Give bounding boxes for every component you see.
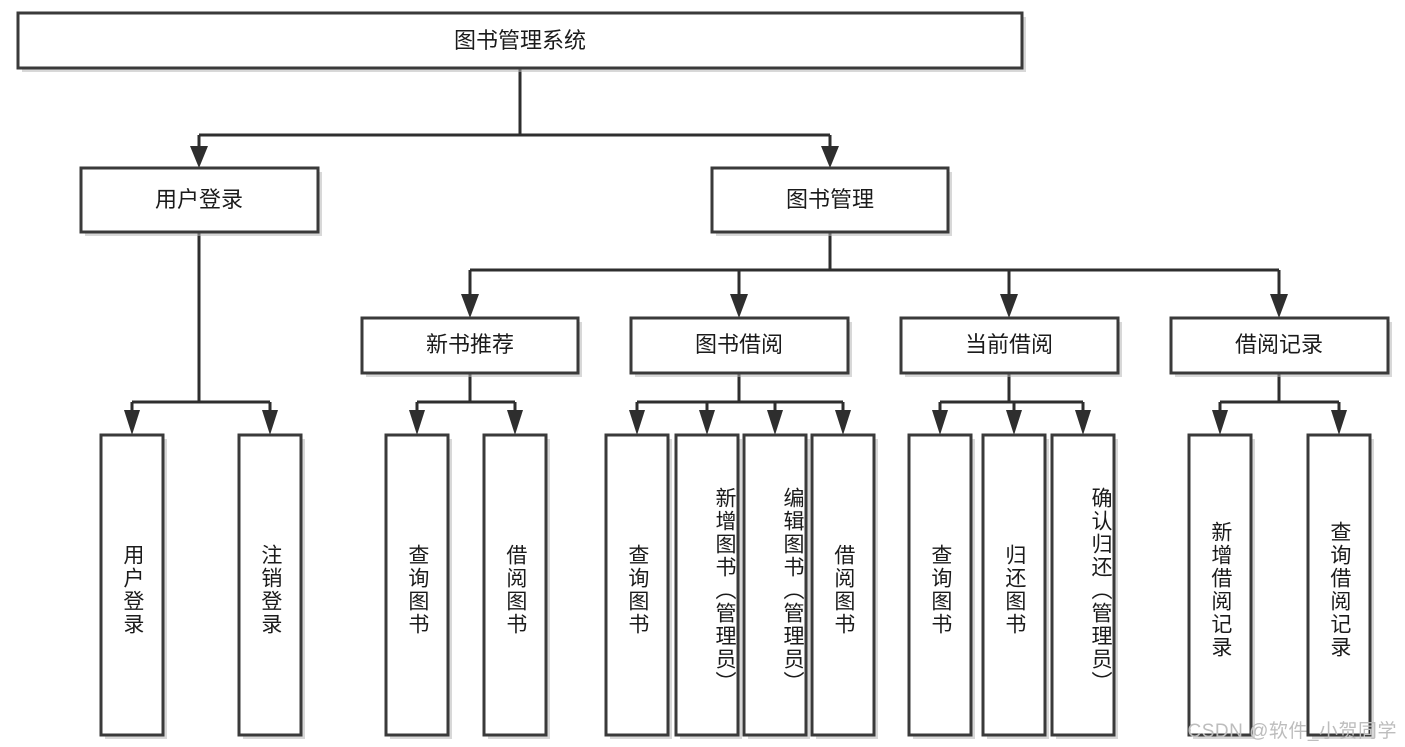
leaf-query-book-2-box[interactable] xyxy=(604,433,670,737)
arrowhead-book-manage xyxy=(821,146,839,168)
arrowhead-new-book-recommend xyxy=(461,294,479,318)
arrowhead-leaf-confirm-return-admin xyxy=(1075,410,1091,435)
node-new-book-recommend-label: 新书推荐 xyxy=(426,332,514,357)
arrowhead-leaf-query-book-2 xyxy=(629,410,645,435)
arrowhead-book-borrow xyxy=(730,294,748,318)
node-book-borrow-label: 图书借阅 xyxy=(695,332,783,357)
leaf-query-borrow-record-box[interactable] xyxy=(1306,433,1372,737)
arrowhead-leaf-borrow-book-1 xyxy=(507,410,523,435)
arrowhead-leaf-return-book xyxy=(1006,410,1022,435)
node-new-book-recommend[interactable] xyxy=(360,316,580,375)
node-user-login[interactable] xyxy=(79,166,320,234)
node-borrow-record[interactable] xyxy=(1169,316,1390,375)
arrowhead-current-borrow xyxy=(1000,294,1018,318)
node-borrow-record-label: 借阅记录 xyxy=(1235,332,1323,357)
leaf-add-book-admin-box[interactable] xyxy=(674,433,740,737)
arrowhead-leaf-query-borrow-record xyxy=(1331,410,1347,435)
leaf-query-book-1-box[interactable] xyxy=(384,433,450,737)
leaf-logout-login-box[interactable] xyxy=(237,433,303,737)
arrowhead-leaf-user-login xyxy=(124,410,140,435)
arrowhead-borrow-record xyxy=(1270,294,1288,318)
arrowhead-leaf-edit-book-admin xyxy=(767,410,783,435)
leaf-borrow-book-2-box[interactable] xyxy=(810,433,876,737)
root-node-label: 图书管理系统 xyxy=(454,28,586,53)
leaf-add-borrow-record-box[interactable] xyxy=(1187,433,1253,737)
leaf-user-login-box[interactable] xyxy=(99,433,165,737)
leaf-edit-book-admin-box[interactable] xyxy=(742,433,808,737)
node-book-manage-label: 图书管理 xyxy=(786,187,874,212)
node-current-borrow-label: 当前借阅 xyxy=(965,332,1053,357)
arrowhead-leaf-query-book-3 xyxy=(932,410,948,435)
connector-layer xyxy=(124,68,1347,435)
leaf-query-book-3-box[interactable] xyxy=(907,433,973,737)
root-node-box[interactable] xyxy=(16,11,1024,70)
node-book-borrow[interactable] xyxy=(629,316,850,375)
leaf-confirm-return-admin-box[interactable] xyxy=(1050,433,1116,737)
leaf-boxes xyxy=(99,433,1374,739)
arrowhead-leaf-add-borrow-record xyxy=(1212,410,1228,435)
arrowhead-leaf-add-book-admin xyxy=(699,410,715,435)
leaf-return-book-box[interactable] xyxy=(981,433,1047,737)
leaf-borrow-book-1-box[interactable] xyxy=(482,433,548,737)
node-book-manage[interactable] xyxy=(710,166,950,234)
arrowhead-user-login xyxy=(190,146,208,168)
arrowhead-leaf-query-book-1 xyxy=(409,410,425,435)
node-current-borrow[interactable] xyxy=(899,316,1120,375)
csdn-watermark: CSDN @软件_小贺同学 xyxy=(1187,721,1397,742)
node-user-login-label: 用户登录 xyxy=(155,187,243,212)
arrowhead-leaf-logout-login xyxy=(262,410,278,435)
node-layer: 图书管理系统 用户登录 图书管理 新书推荐 图书借阅 当前借阅 借阅记录 xyxy=(16,11,1392,739)
arrowhead-leaf-borrow-book-2 xyxy=(835,410,851,435)
